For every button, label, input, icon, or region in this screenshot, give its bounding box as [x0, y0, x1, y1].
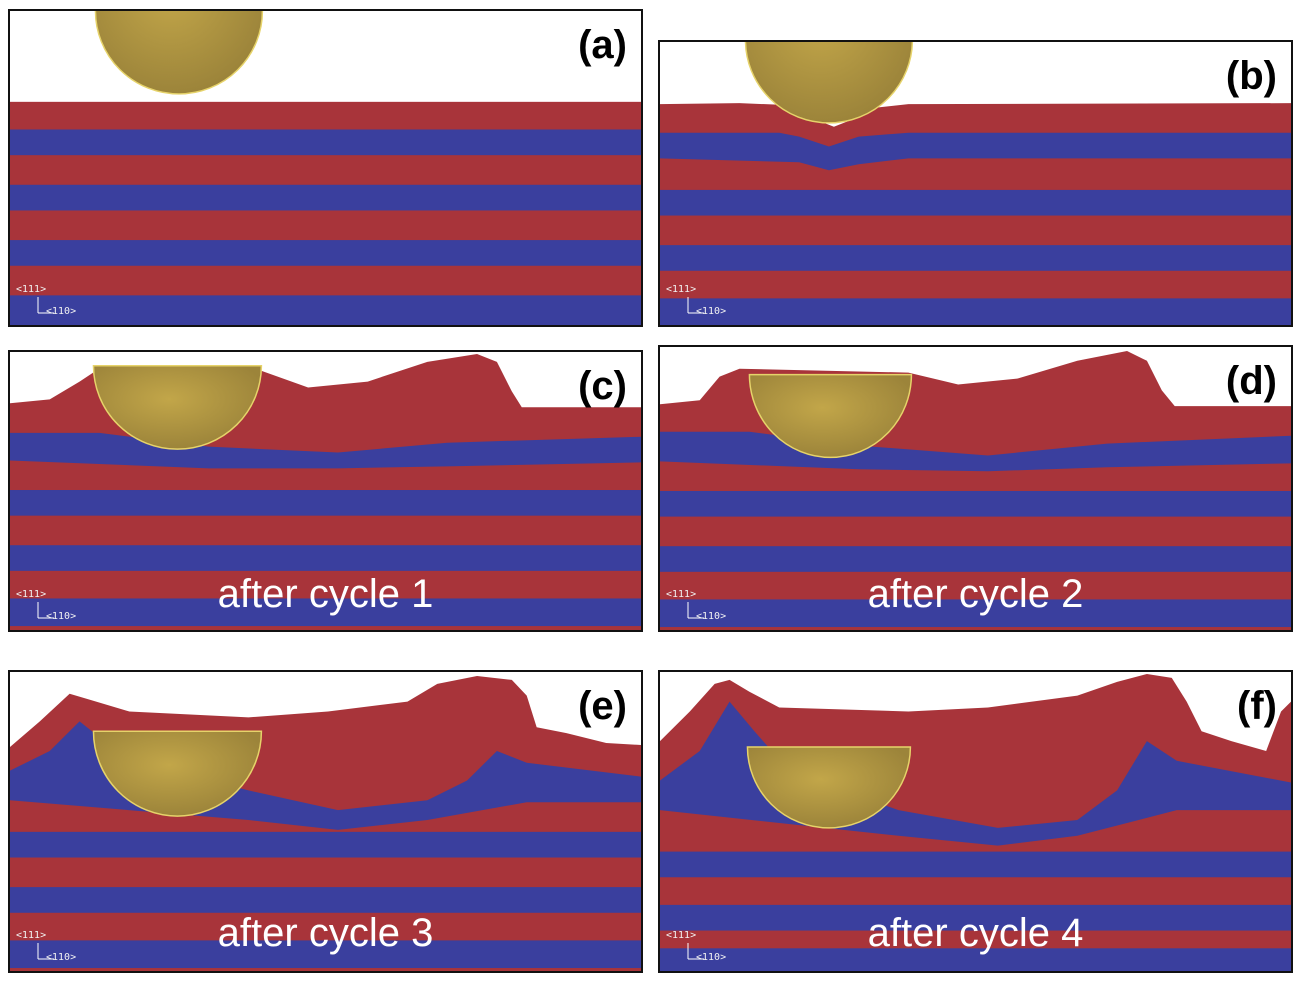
- panel-label: (b): [1225, 54, 1277, 98]
- axis-vertical-label: <111>: [666, 284, 697, 295]
- axis-horizontal-label: <110>: [46, 611, 77, 622]
- axis-horizontal-label: <110>: [696, 306, 727, 317]
- axis-vertical-label: <111>: [16, 930, 47, 941]
- axis-horizontal-label: <110>: [46, 306, 77, 317]
- crystal-axis-indicator: <111> <110>: [666, 590, 756, 626]
- crystal-axis-indicator: <111> <110>: [16, 931, 106, 967]
- panel-a: (a) <111> <110>: [8, 9, 643, 327]
- crystal-axis-indicator: <111> <110>: [16, 285, 106, 321]
- indenter-hemisphere: [92, 365, 263, 450]
- axis-horizontal-label: <110>: [696, 611, 727, 622]
- indenter-hemisphere: [92, 730, 263, 817]
- simulation-image-f: [660, 672, 1291, 971]
- axis-vertical-label: <111>: [666, 589, 697, 600]
- panel-label: (a): [578, 23, 627, 67]
- indenter-sphere: [94, 11, 264, 95]
- indenter-sphere: [744, 42, 914, 124]
- panel-c: (c) after cycle 1 <111> <110>: [8, 350, 643, 632]
- indenter-hemisphere: [746, 746, 912, 829]
- cycle-caption: after cycle 3: [217, 911, 434, 955]
- cycle-caption: after cycle 4: [867, 911, 1084, 955]
- axis-horizontal-label: <110>: [696, 952, 727, 963]
- crystal-axis-indicator: <111> <110>: [666, 931, 756, 967]
- panel-d: (d) after cycle 2 <111> <110>: [658, 345, 1293, 632]
- simulation-image-a: [10, 11, 641, 325]
- panel-label: (d): [1225, 359, 1277, 403]
- axis-vertical-label: <111>: [666, 930, 697, 941]
- axis-vertical-label: <111>: [16, 284, 47, 295]
- axis-horizontal-label: <110>: [46, 952, 77, 963]
- cycle-caption: after cycle 1: [217, 572, 434, 616]
- simulation-image-c: [10, 352, 641, 630]
- panel-label: (f): [1237, 684, 1277, 728]
- panel-e: (e) after cycle 3 <111> <110>: [8, 670, 643, 973]
- panel-f: (f) after cycle 4 <111> <110>: [658, 670, 1293, 973]
- simulation-image-e: [10, 672, 641, 971]
- crystal-axis-indicator: <111> <110>: [16, 590, 106, 626]
- panel-label: (c): [578, 364, 627, 408]
- panel-label: (e): [578, 684, 627, 728]
- crystal-axis-indicator: <111> <110>: [666, 285, 756, 321]
- indenter-hemisphere: [748, 373, 913, 459]
- simulation-image-d: [660, 347, 1291, 630]
- axis-vertical-label: <111>: [16, 589, 47, 600]
- simulation-image-b: [660, 42, 1291, 325]
- cycle-caption: after cycle 2: [867, 572, 1084, 616]
- panel-b: (b) <111> <110>: [658, 40, 1293, 327]
